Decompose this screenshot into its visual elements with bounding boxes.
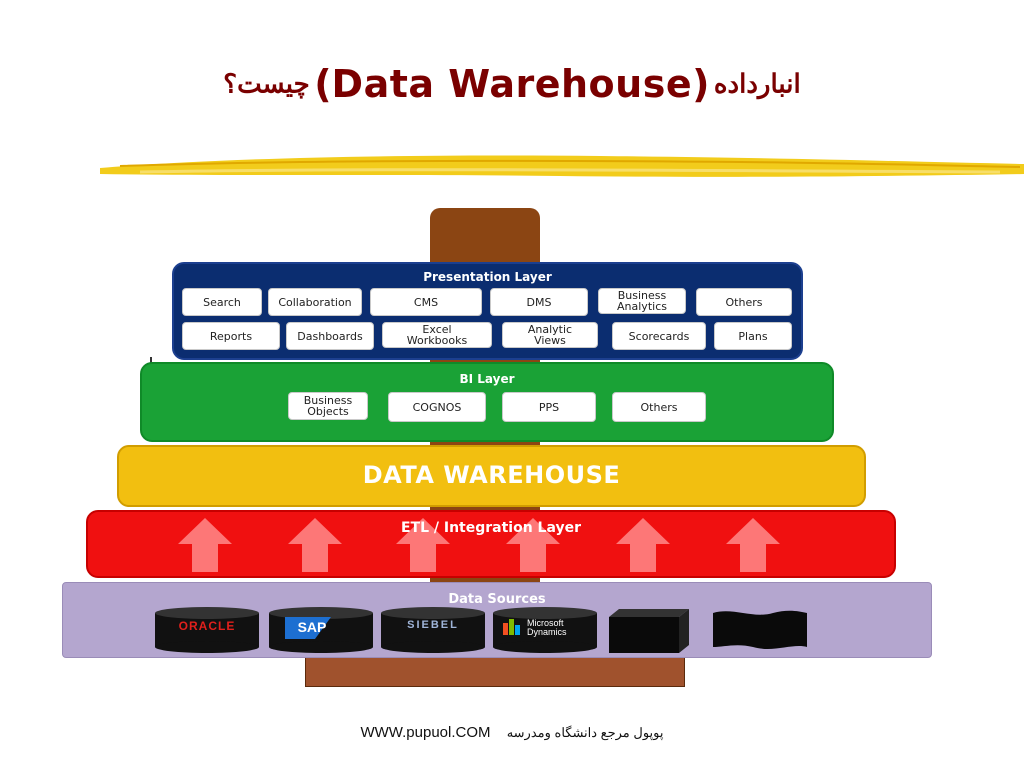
presentation-item-cms: CMS — [370, 288, 482, 316]
bi-layer-title: BI Layer — [459, 372, 515, 386]
presentation-item-business-analytics: Business Analytics — [598, 288, 686, 314]
up-arrow-icon — [726, 518, 780, 572]
presentation-item-others: Others — [696, 288, 792, 316]
slide-title: چیست؟ (Data Warehouse) انبارداده — [0, 62, 1024, 122]
up-arrow-icon — [396, 518, 450, 572]
data-warehouse-layer: DATA WAREHOUSE — [117, 445, 866, 507]
presentation-item-dashboards: Dashboards — [286, 322, 374, 350]
footer: WWW.pupuol.COM پوپول مرجع دانشگاه ومدرسه — [0, 724, 1024, 741]
presentation-layer-title: Presentation Layer — [423, 270, 552, 284]
microsoft-dynamics-database-icon: Microsoft Dynamics — [493, 607, 597, 653]
up-arrow-icon — [288, 518, 342, 572]
presentation-item-search: Search — [182, 288, 262, 316]
siebel-logo-text: SIEBEL — [407, 619, 459, 631]
presentation-item-analytic-views: Analytic Views — [502, 322, 598, 348]
oracle-database-icon: ORACLE — [155, 607, 259, 653]
presentation-item-plans: Plans — [714, 322, 792, 350]
title-question: چیست؟ — [223, 68, 310, 99]
data-sources-title: Data Sources — [448, 592, 546, 607]
bi-item-business-objects: Business Objects — [288, 392, 368, 420]
up-arrow-icon — [616, 518, 670, 572]
presentation-item-collaboration: Collaboration — [268, 288, 362, 316]
etl-layer-title: ETL / Integration Layer — [400, 520, 582, 536]
data-sources-layer: Data Sources ORACLE SAP SIEBEL Microsoft… — [62, 582, 932, 658]
title-persian-word: انبارداده — [713, 68, 801, 99]
oracle-logo-text: ORACLE — [178, 619, 236, 633]
footer-tagline: پوپول مرجع دانشگاه ومدرسه — [506, 725, 664, 740]
bi-layer: BI Layer Business Objects COGNOS PPS Oth… — [140, 362, 834, 442]
bi-item-cognos: COGNOS — [388, 392, 486, 422]
presentation-item-excel-workbooks: Excel Workbooks — [382, 322, 492, 348]
presentation-item-dms: DMS — [490, 288, 588, 316]
microsoft-dynamics-logo-text: Microsoft Dynamics — [527, 618, 567, 637]
siebel-database-icon: SIEBEL — [381, 607, 485, 653]
server-cube-icon — [609, 607, 693, 653]
data-warehouse-title: DATA WAREHOUSE — [362, 461, 621, 489]
up-arrow-icon — [178, 518, 232, 572]
flat-file-icon — [713, 607, 807, 653]
sap-database-icon: SAP — [269, 607, 373, 653]
up-arrow-icon — [506, 518, 560, 572]
bi-item-others: Others — [612, 392, 706, 422]
etl-integration-layer: ETL / Integration Layer — [86, 510, 896, 578]
presentation-item-scorecards: Scorecards — [612, 322, 706, 350]
presentation-item-reports: Reports — [182, 322, 280, 350]
title-english-term: (Data Warehouse) — [314, 62, 710, 106]
yellow-brush-stroke — [100, 155, 1024, 177]
footer-url: WWW.pupuol.COM — [360, 724, 491, 741]
sap-logo-text: SAP — [297, 619, 327, 635]
bi-item-pps: PPS — [502, 392, 596, 422]
presentation-layer: Presentation Layer Search Collaboration … — [172, 262, 803, 360]
